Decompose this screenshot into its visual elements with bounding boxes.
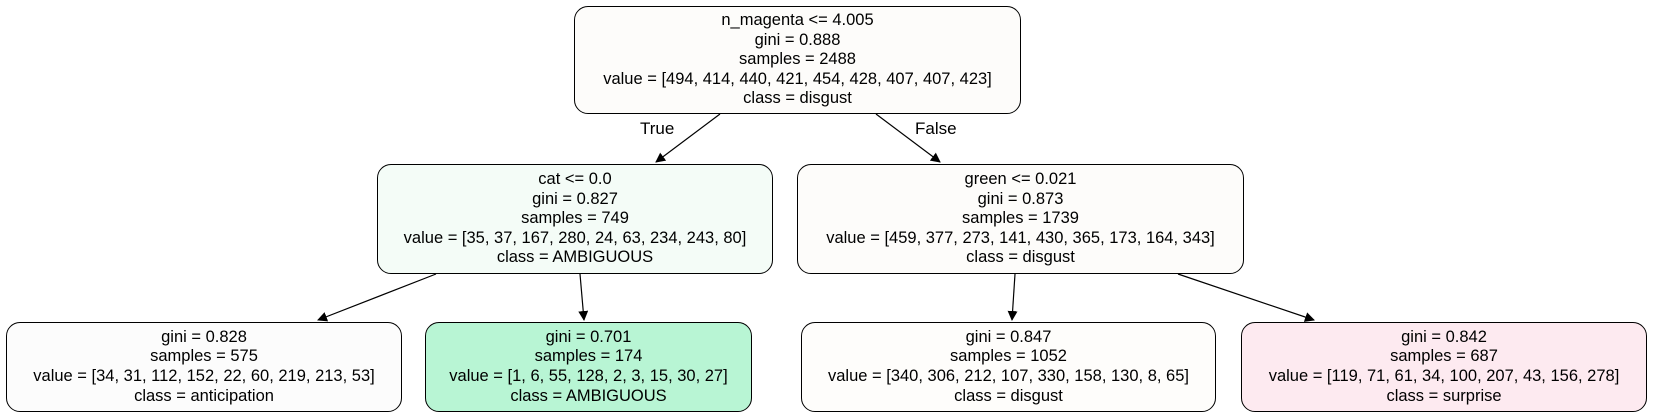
node-split-condition: cat <= 0.0 bbox=[538, 170, 612, 189]
edge-left-to-left-left bbox=[317, 273, 437, 322]
node-gini: gini = 0.847 bbox=[965, 327, 1052, 346]
node-gini: gini = 0.888 bbox=[754, 30, 841, 49]
node-class: class = disgust bbox=[966, 248, 1075, 267]
node-gini: gini = 0.827 bbox=[532, 189, 618, 208]
edge-root-to-right bbox=[875, 113, 941, 163]
tree-leaf-right-left: gini = 0.847 samples = 1052 value = [340… bbox=[801, 322, 1216, 412]
node-class: class = anticipation bbox=[134, 386, 274, 405]
tree-leaf-right-right: gini = 0.842 samples = 687 value = [119,… bbox=[1241, 322, 1647, 412]
node-class: class = disgust bbox=[743, 89, 852, 108]
edge-right-to-right-right bbox=[1177, 273, 1315, 322]
node-value: value = [34, 31, 112, 152, 22, 60, 219, … bbox=[33, 367, 375, 385]
node-value: value = [459, 377, 273, 141, 430, 365, 1… bbox=[826, 228, 1215, 247]
node-value: value = [340, 306, 212, 107, 330, 158, 1… bbox=[827, 367, 1189, 385]
node-samples: samples = 1052 bbox=[950, 347, 1067, 366]
node-class: class = surprise bbox=[1386, 386, 1502, 405]
node-split-condition: green <= 0.021 bbox=[964, 170, 1077, 189]
edge-label-false: False bbox=[915, 119, 957, 138]
node-samples: samples = 687 bbox=[1390, 347, 1498, 366]
node-split-condition: n_magenta <= 4.005 bbox=[721, 11, 874, 30]
tree-node-right: green <= 0.021 gini = 0.873 samples = 17… bbox=[797, 164, 1244, 274]
edge-root-to-left bbox=[655, 113, 721, 163]
node-value: value = [494, 414, 440, 421, 454, 428, 4… bbox=[603, 69, 992, 88]
tree-leaf-left-right: gini = 0.701 samples = 174 value = [1, 6… bbox=[425, 322, 752, 412]
node-value: value = [35, 37, 167, 280, 24, 63, 234, … bbox=[403, 228, 747, 247]
node-class: class = disgust bbox=[954, 386, 1063, 405]
node-samples: samples = 1739 bbox=[962, 209, 1079, 228]
node-gini: gini = 0.701 bbox=[545, 327, 632, 346]
node-samples: samples = 174 bbox=[534, 347, 643, 366]
tree-node-left: cat <= 0.0 gini = 0.827 samples = 749 va… bbox=[377, 164, 773, 274]
edge-label-true: True bbox=[640, 119, 675, 138]
node-samples: samples = 2488 bbox=[739, 50, 856, 69]
node-samples: samples = 575 bbox=[150, 347, 258, 366]
tree-node-root: n_magenta <= 4.005 gini = 0.888 samples … bbox=[574, 6, 1021, 114]
node-gini: gini = 0.873 bbox=[977, 189, 1064, 208]
node-gini: gini = 0.828 bbox=[161, 327, 247, 346]
tree-leaf-left-left: gini = 0.828 samples = 575 value = [34, … bbox=[6, 322, 402, 412]
node-gini: gini = 0.842 bbox=[1401, 327, 1487, 346]
edge-right-to-right-left bbox=[1007, 273, 1018, 321]
node-class: class = AMBIGUOUS bbox=[510, 386, 667, 405]
node-value: value = [1, 6, 55, 128, 2, 3, 15, 30, 27… bbox=[449, 367, 728, 385]
node-value: value = [119, 71, 61, 34, 100, 207, 43, … bbox=[1268, 367, 1620, 385]
edge-left-to-left-right bbox=[578, 273, 589, 321]
node-samples: samples = 749 bbox=[521, 209, 629, 228]
node-class: class = AMBIGUOUS bbox=[496, 248, 654, 267]
